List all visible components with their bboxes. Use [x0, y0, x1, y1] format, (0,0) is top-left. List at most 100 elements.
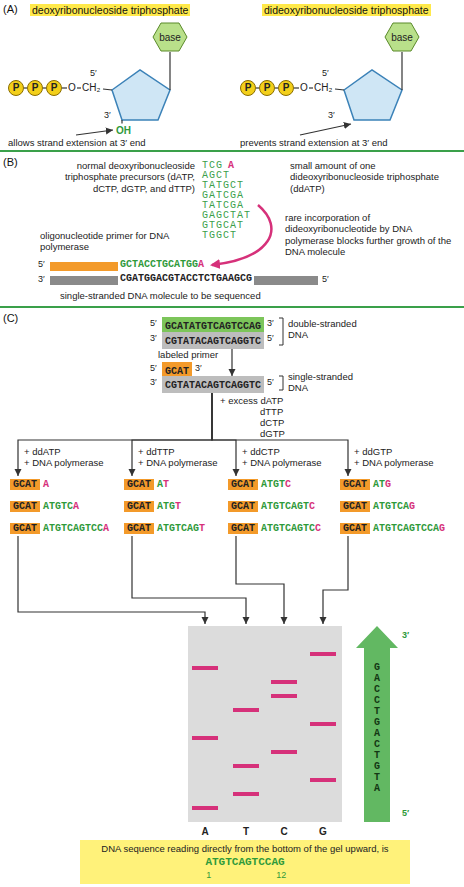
- position-number: 1: [206, 870, 211, 880]
- molecule-heading: dideoxyribonucleoside triphosphate: [262, 4, 431, 16]
- extended-sequence: ATGTC: [43, 501, 73, 512]
- primer-box: GCAT: [340, 479, 370, 490]
- dna-strand-box: CGTATACAGTCAGGTC: [162, 376, 264, 393]
- dna-fragment: GCATAT: [124, 476, 169, 491]
- note-text: single-stranded DNA molecule to be seque…: [60, 290, 261, 301]
- strand-end-label: 5′: [322, 68, 329, 78]
- atom-label: O: [300, 82, 308, 93]
- lane-connector: [18, 536, 348, 624]
- strand-end-label: 3′: [150, 377, 157, 387]
- atom-label: CH₂: [82, 82, 100, 93]
- note-text: + DNA polymerase: [138, 457, 217, 468]
- dna-fragment: GCATATGTCAG: [340, 498, 415, 513]
- result-band: DNA sequence reading directly from the b…: [80, 840, 410, 884]
- dideoxy-base: A: [73, 501, 79, 512]
- gel-band: [233, 792, 259, 796]
- lane-connector: [236, 536, 284, 624]
- dna-sequence: CGATGGACGTACCTCTGAAGCG: [120, 273, 252, 284]
- lane-label: C: [280, 826, 287, 837]
- gel-band: [233, 708, 259, 712]
- phosphate-label: P: [264, 83, 271, 93]
- phosphate-circle: P: [240, 80, 256, 96]
- note-text: rare incorporation of dideoxyribonucleot…: [285, 212, 457, 258]
- phosphate-circle: P: [8, 80, 24, 96]
- sugar-ring: [112, 70, 402, 120]
- phosphate-label: P: [13, 83, 20, 93]
- primer-box: GCAT: [10, 501, 40, 512]
- gel-band: [271, 694, 297, 698]
- note-text: double-stranded DNA: [288, 318, 363, 341]
- note-text: dGTP: [260, 428, 285, 439]
- phosphate-label: P: [283, 83, 290, 93]
- extended-sequence: ATGT: [261, 479, 285, 490]
- nucleotide-pool: TATGCT: [202, 180, 244, 191]
- dideoxy-base: T: [199, 523, 205, 534]
- bond-line: [169, 52, 170, 90]
- gel-band: [271, 680, 297, 684]
- primer-box: GCAT: [228, 479, 258, 490]
- note-text: single-stranded DNA: [288, 371, 363, 394]
- dideoxy-base: C: [285, 479, 291, 490]
- template-strand: [50, 276, 118, 285]
- note-text: + excess dATP: [220, 395, 283, 406]
- bracket: [279, 376, 283, 390]
- hydroxyl-label: OH: [116, 125, 131, 136]
- extended-sequence: ATGTCAGTCCA: [373, 523, 439, 534]
- note-text: + DNA polymerase: [242, 457, 321, 468]
- dideoxy-base: A: [198, 259, 204, 270]
- base-label: base: [159, 32, 181, 43]
- phosphate-circle: P: [278, 80, 294, 96]
- dna-fragment: GCATATG: [340, 476, 391, 491]
- primer-box: GCAT: [340, 523, 370, 534]
- note-text: labeled primer: [158, 349, 218, 360]
- primer-box: GCAT: [124, 501, 154, 512]
- connector: [231, 349, 232, 376]
- strand-end-label: 5′: [90, 68, 97, 78]
- dna-fragment: GCATATGTCAGTCCAG: [340, 520, 445, 535]
- phosphate-label: P: [32, 83, 39, 93]
- hexagon-shape: [385, 23, 419, 51]
- dna-fragment: GCATATGTCA: [10, 498, 79, 513]
- strand-end-label: 3′: [402, 630, 409, 640]
- lane-label: G: [319, 826, 327, 837]
- bond-line: [401, 52, 402, 90]
- note-text: normal deoxyribonucleoside triphosphate …: [40, 160, 195, 194]
- primer-box: GCAT: [228, 523, 258, 534]
- note-text: + DNA polymerase: [24, 457, 103, 468]
- dna-fragment: GCATATGTCAGT: [124, 520, 205, 535]
- dideoxy-base: G: [409, 501, 415, 512]
- dideoxy-base: A: [43, 479, 49, 490]
- gel-band: [192, 806, 218, 810]
- dna-sequence: GCTACCTGCATGG: [120, 259, 198, 270]
- atom-label: CH₂: [314, 82, 332, 93]
- primer-box: GCAT: [10, 523, 40, 534]
- primer-bar: [50, 262, 118, 271]
- pointer-arrow: [76, 124, 351, 135]
- strand-sequence: CGTATACAGTCAGGTC: [165, 336, 261, 347]
- lane-connector: [323, 536, 348, 624]
- bond-line: [62, 87, 67, 88]
- phosphate-circle: P: [27, 80, 43, 96]
- panel-divider: [0, 151, 464, 307]
- gel-band: [192, 736, 218, 740]
- strand-sequence: CGTATACAGTCAGGTC: [165, 380, 261, 391]
- strand-end-label: 3′: [267, 318, 274, 328]
- dideoxy-base: C: [309, 501, 315, 512]
- position-number: 12: [276, 870, 286, 880]
- note-text: + ddTTP: [138, 446, 175, 457]
- panel-label: (C): [3, 312, 18, 324]
- strand-end-label: 5′: [267, 333, 274, 343]
- note-text: + ddCTP: [242, 446, 280, 457]
- base-label: base: [391, 32, 413, 43]
- read-sequence: GACCTGACTGTA: [372, 662, 382, 794]
- note-text: allows strand extension at 3′ end: [8, 137, 146, 148]
- primer-box: GCAT: [228, 501, 258, 512]
- extended-sequence: ATGTCAGTCC: [43, 523, 103, 534]
- lane-connector: [18, 536, 205, 624]
- strand-end-label: 5′: [267, 377, 274, 387]
- dna-strand-box: CGTATACAGTCAGGTC: [162, 332, 264, 349]
- nucleotide-pool: TATCGA: [202, 200, 244, 211]
